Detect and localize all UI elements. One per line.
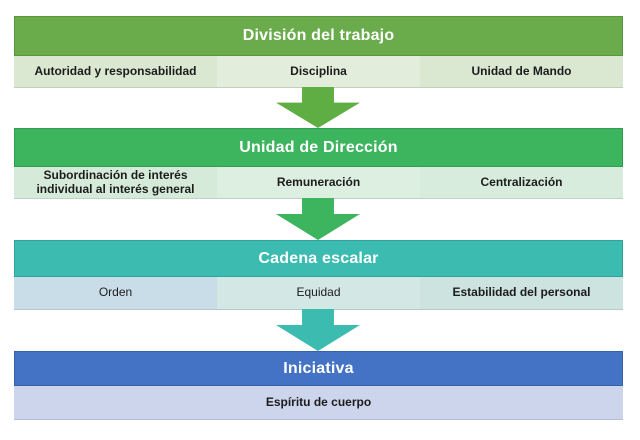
section-title: Iniciativa: [283, 359, 354, 377]
section-iniciativa: Iniciativa Espíritu de cuerpo: [14, 351, 623, 420]
section-title: División del trabajo: [242, 27, 395, 44]
item-unidad-de-mando: Unidad de Mando: [420, 56, 623, 87]
item-estabilidad-del-personal: Estabilidad del personal: [420, 277, 623, 309]
section-items-row: Orden Equidad Estabilidad del personal: [14, 277, 623, 310]
down-arrow-icon: [276, 309, 360, 351]
item-orden: Orden: [14, 277, 217, 309]
section-title: Cadena escalar: [258, 249, 379, 267]
down-arrow-icon: [276, 87, 360, 128]
item-centralizacion: Centralización: [420, 167, 623, 198]
section-division-del-trabajo: División del trabajo Autoridad y respons…: [14, 16, 623, 88]
item-autoridad-y-responsabilidad: Autoridad y responsabilidad: [14, 56, 217, 87]
item-disciplina: Disciplina: [217, 56, 420, 87]
item-espiritu-de-cuerpo: Espíritu de cuerpo: [14, 386, 623, 419]
section-header: Unidad de Dirección: [14, 128, 623, 167]
section-unidad-de-direccion: Unidad de Dirección Subordinación de int…: [14, 128, 623, 199]
section-items-row: Espíritu de cuerpo: [14, 386, 623, 420]
item-remuneracion: Remuneración: [217, 167, 420, 198]
item-subordinacion-de-interes: Subordinación de interés individual al i…: [14, 167, 217, 198]
section-header: Iniciativa: [14, 351, 623, 386]
down-arrow-icon: [276, 198, 360, 240]
section-items-row: Autoridad y responsabilidad Disciplina U…: [14, 56, 623, 88]
section-title: Unidad de Dirección: [239, 138, 398, 156]
section-cadena-escalar: Cadena escalar Orden Equidad Estabilidad…: [14, 240, 623, 310]
section-header: División del trabajo: [14, 16, 623, 56]
item-equidad: Equidad: [217, 277, 420, 309]
section-header: Cadena escalar: [14, 240, 623, 277]
section-items-row: Subordinación de interés individual al i…: [14, 167, 623, 199]
